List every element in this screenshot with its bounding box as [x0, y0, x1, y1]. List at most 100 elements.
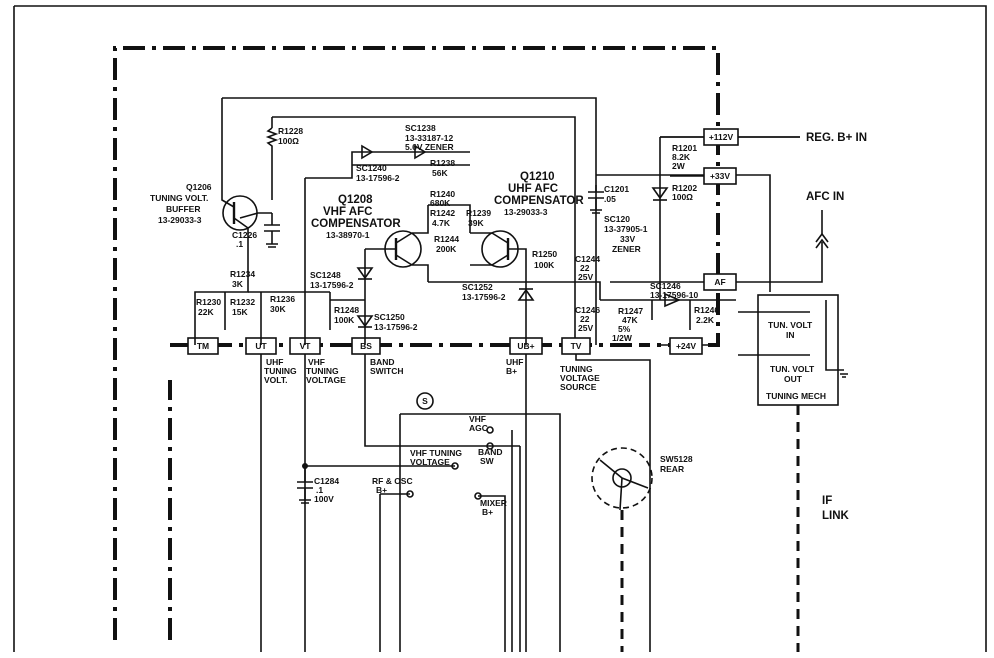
- svg-text:SC1238: SC1238: [405, 123, 436, 133]
- afc-input: AFC IN: [806, 191, 844, 249]
- svg-text:200K: 200K: [436, 244, 457, 254]
- terminal-p33v-label: +33V: [710, 171, 730, 181]
- terminal-p24v: +24V: [669, 337, 703, 355]
- svg-text:VOLTAGE: VOLTAGE: [306, 375, 346, 385]
- svg-text:VOLTAGE: VOLTAGE: [560, 373, 600, 383]
- svg-text:25V: 25V: [578, 272, 593, 282]
- svg-text:IN: IN: [786, 330, 795, 340]
- svg-text:13-38970-1: 13-38970-1: [326, 230, 370, 240]
- afc-resistors: R1242 4.7K R1239 39K R1244 200K R1250 10…: [428, 204, 601, 300]
- svg-text:TUNING: TUNING: [264, 366, 297, 376]
- svg-text:R1242: R1242: [430, 208, 455, 218]
- svg-text:SC1252: SC1252: [462, 282, 493, 292]
- afc-in-label: AFC IN: [806, 191, 844, 203]
- svg-text:22: 22: [580, 314, 590, 324]
- svg-text:TUN. VOLT: TUN. VOLT: [770, 364, 815, 374]
- svg-text:UHF: UHF: [266, 357, 283, 367]
- svg-text:SC1248: SC1248: [310, 270, 341, 280]
- c1284-capacitor: C1284 .1 100V: [297, 463, 339, 504]
- svg-text:R1247: R1247: [618, 306, 643, 316]
- svg-text:UHF: UHF: [506, 357, 523, 367]
- terminal-ut-label: UT: [255, 341, 267, 351]
- svg-text:BAND: BAND: [370, 357, 395, 367]
- terminal-bs-label: BS: [360, 341, 372, 351]
- c1226-capacitor: C1226 .1: [232, 213, 280, 249]
- svg-text:25V: 25V: [578, 323, 593, 333]
- if-link: IF LINK: [822, 495, 850, 522]
- svg-text:.1: .1: [236, 239, 243, 249]
- svg-text:SWITCH: SWITCH: [370, 366, 404, 376]
- q1206-ref: Q1206: [186, 182, 212, 192]
- terminal-p24v-label: +24V: [676, 341, 696, 351]
- svg-text:22: 22: [580, 263, 590, 273]
- svg-text:SC1240: SC1240: [356, 163, 387, 173]
- q1206-line2: BUFFER: [166, 204, 200, 214]
- svg-text:4.7K: 4.7K: [432, 218, 451, 228]
- reg-b-in-label: REG. B+ IN: [806, 132, 867, 144]
- svg-text:TUN. VOLT: TUN. VOLT: [768, 320, 813, 330]
- q1210-transistor: Q1210 UHF AFC COMPENSATOR 13-29033-3: [470, 171, 584, 268]
- svg-text:VHF: VHF: [469, 414, 486, 424]
- svg-text:1/2W: 1/2W: [612, 333, 633, 343]
- svg-text:13-17596-2: 13-17596-2: [356, 173, 400, 183]
- svg-text:100K: 100K: [534, 260, 555, 270]
- sw5128-switch: SW5128 REAR: [591, 447, 693, 652]
- terminal-p112v-label: +112V: [709, 132, 734, 142]
- svg-text:B+: B+: [506, 366, 517, 376]
- terminal-bs: BS: [351, 337, 381, 355]
- svg-text:SW5128: SW5128: [660, 454, 693, 464]
- svg-text:100K: 100K: [334, 315, 355, 325]
- svg-text:AGC: AGC: [469, 423, 488, 433]
- connector-s-label: S: [422, 396, 428, 406]
- svg-text:47K: 47K: [622, 315, 638, 325]
- afc-filter-network: C1244 22 25V C1246 22 25V SC1246 13-1759…: [575, 254, 736, 343]
- svg-text:100Ω: 100Ω: [672, 192, 693, 202]
- svg-text:COMPENSATOR: COMPENSATOR: [311, 218, 401, 230]
- svg-text:R1244: R1244: [434, 234, 459, 244]
- svg-text:R1236: R1236: [270, 294, 295, 304]
- terminal-af: AF: [703, 273, 737, 291]
- svg-text:R1228: R1228: [278, 126, 303, 136]
- svg-text:13-17596-10: 13-17596-10: [650, 290, 698, 300]
- q1206-line1: TUNING VOLT.: [150, 193, 208, 203]
- svg-text:R1232: R1232: [230, 297, 255, 307]
- r1228: R1228 100Ω: [278, 126, 303, 146]
- svg-text:22K: 22K: [198, 307, 214, 317]
- svg-text:B+: B+: [482, 507, 493, 517]
- supply-regulation: R1201 8.2K 2W R1202 100Ω SC120 13-37905-…: [604, 136, 704, 254]
- svg-text:C1244: C1244: [575, 254, 600, 264]
- bias-divider: R1234 3K R1230 22K R1232 15K R1236 30K: [194, 178, 330, 345]
- q1206-transistor: Q1206 TUNING VOLT. BUFFER 13-29033-3: [150, 117, 279, 260]
- q1208-transistor: Q1208 VHF AFC COMPENSATOR 13-38970-1: [311, 194, 429, 282]
- svg-text:39K: 39K: [468, 218, 484, 228]
- svg-text:56K: 56K: [432, 168, 448, 178]
- svg-text:R1248: R1248: [334, 305, 359, 315]
- svg-text:Q1208: Q1208: [338, 194, 373, 206]
- svg-text:R1246: R1246: [694, 305, 719, 315]
- svg-text:3K: 3K: [232, 279, 244, 289]
- svg-text:13-29033-3: 13-29033-3: [504, 207, 548, 217]
- svg-text:LINK: LINK: [822, 510, 850, 522]
- svg-text:R1250: R1250: [532, 249, 557, 259]
- svg-text:C1246: C1246: [575, 305, 600, 315]
- svg-text:5%: 5%: [618, 324, 631, 334]
- svg-text:VOLT.: VOLT.: [264, 375, 287, 385]
- svg-text:C1201: C1201: [604, 184, 629, 194]
- svg-text:13-17596-2: 13-17596-2: [310, 280, 354, 290]
- svg-text:TUNING MECH: TUNING MECH: [766, 391, 826, 401]
- svg-text:R1239: R1239: [466, 208, 491, 218]
- svg-text:ZENER: ZENER: [612, 244, 641, 254]
- svg-text:2.2K: 2.2K: [696, 315, 715, 325]
- svg-text:COMPENSATOR: COMPENSATOR: [494, 195, 584, 207]
- svg-text:15K: 15K: [232, 307, 248, 317]
- terminal-captions: UHF TUNING VOLT. VHF TUNING VOLTAGE BAND…: [264, 357, 600, 392]
- tuning-mech: TUN. VOLT IN TUN. VOLT OUT TUNING MECH: [738, 294, 848, 652]
- svg-text:8.2K: 8.2K: [672, 152, 691, 162]
- svg-text:RF & OSC: RF & OSC: [372, 476, 413, 486]
- svg-text:SC1250: SC1250: [374, 312, 405, 322]
- svg-text:100V: 100V: [314, 494, 334, 504]
- band-switch-diodes: SC1248 13-17596-2 R1248 100K SC1250 13-1…: [310, 249, 418, 345]
- svg-text:R1240: R1240: [430, 189, 455, 199]
- q1206-part: 13-29033-3: [158, 215, 202, 225]
- svg-text:VOLTAGE: VOLTAGE: [410, 457, 450, 467]
